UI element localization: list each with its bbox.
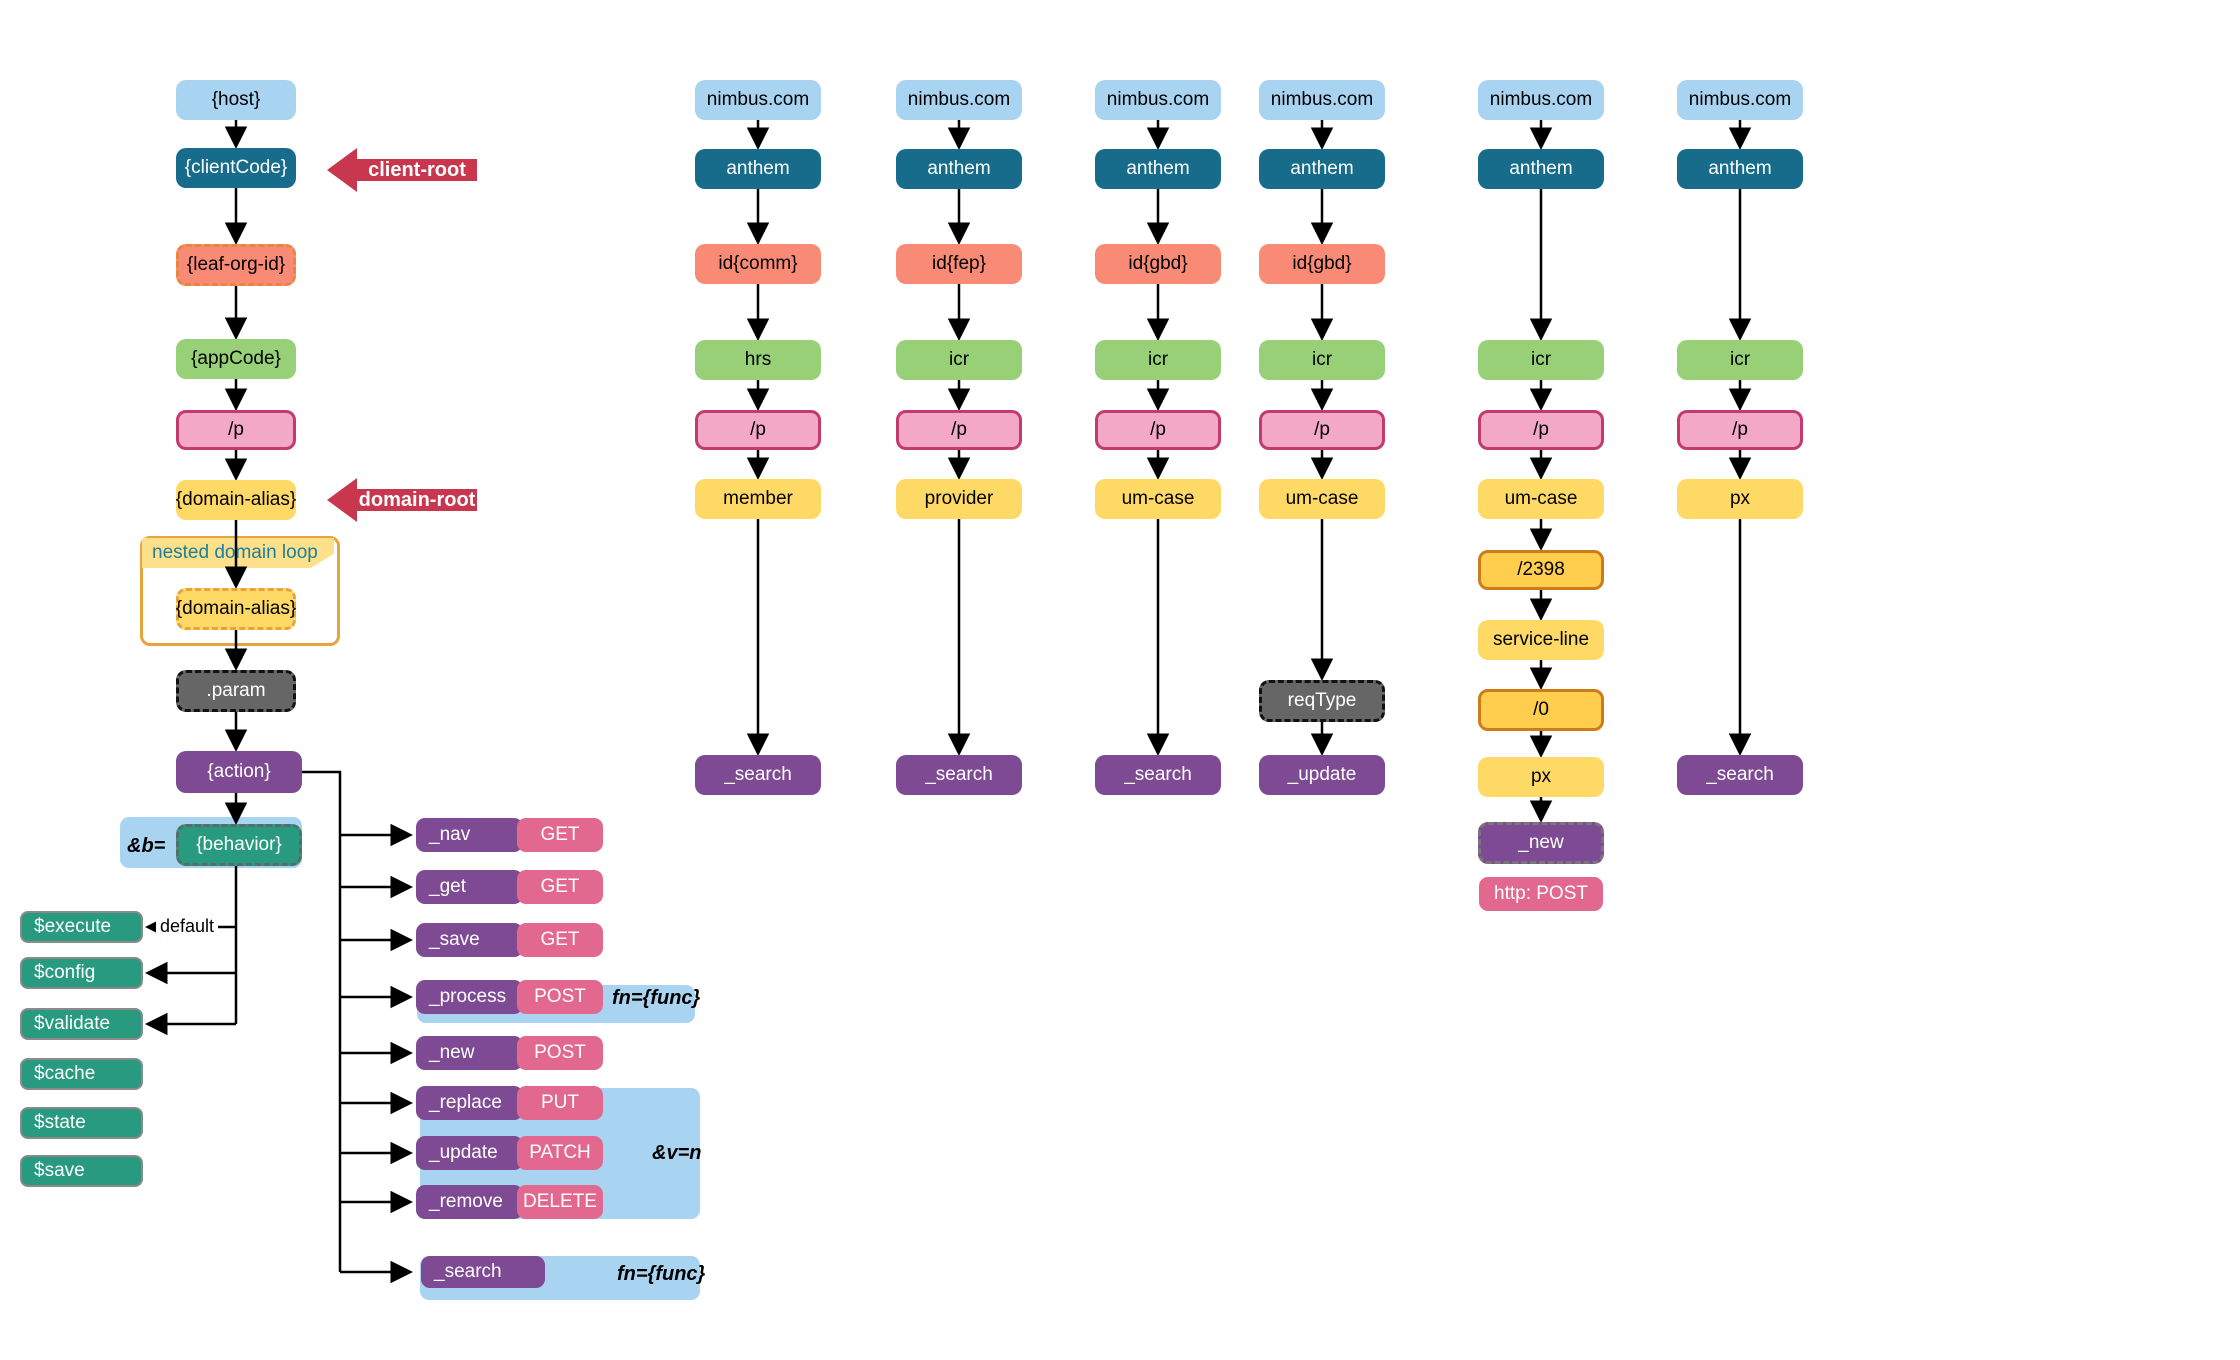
col4-host: nimbus.com xyxy=(1259,80,1385,120)
search-fn-query: fn={func} xyxy=(617,1262,706,1285)
node-action: {action} xyxy=(176,751,302,793)
node-leaf-org-id: {leaf-org-id} xyxy=(176,244,296,286)
col1-domain: member xyxy=(695,479,821,519)
nested-domain-loop-tab xyxy=(142,538,334,568)
col5-id-segment: /2398 xyxy=(1478,550,1604,590)
action-save: _save xyxy=(416,923,523,957)
col6-host: nimbus.com xyxy=(1677,80,1803,120)
node-app-code: {appCode} xyxy=(176,339,296,379)
behavior-execute: $execute xyxy=(20,911,143,943)
method-badge-get: GET xyxy=(517,870,603,904)
default-label: default xyxy=(156,915,218,938)
method-badge-nav: GET xyxy=(517,818,603,852)
action-new: _new xyxy=(416,1036,523,1070)
col5-px: px xyxy=(1478,757,1604,797)
behavior-query-prefix: &b= xyxy=(127,834,166,857)
col3-domain: um-case xyxy=(1095,479,1221,519)
method-badge-save: GET xyxy=(517,923,603,957)
col1-host: nimbus.com xyxy=(695,80,821,120)
behavior-state: $state xyxy=(20,1107,143,1139)
col5-domain: um-case xyxy=(1478,479,1604,519)
node-domain-alias: {domain-alias} xyxy=(176,480,296,520)
node-p-segment: /p xyxy=(176,410,296,450)
col2-client: anthem xyxy=(896,149,1022,189)
action-search: _search xyxy=(421,1256,545,1288)
col4-reqtype: reqType xyxy=(1259,680,1385,722)
behavior-validate: $validate xyxy=(20,1008,143,1040)
col4-app: icr xyxy=(1259,340,1385,380)
action-replace: _replace xyxy=(416,1086,523,1120)
col2-domain: provider xyxy=(896,479,1022,519)
node-host: {host} xyxy=(176,80,296,120)
node-behavior: {behavior} xyxy=(176,824,302,866)
col6-p: /p xyxy=(1677,410,1803,450)
method-badge-new: POST xyxy=(517,1036,603,1070)
col1-client: anthem xyxy=(695,149,821,189)
behavior-save: $save xyxy=(20,1155,143,1187)
col6-app: icr xyxy=(1677,340,1803,380)
node-param: .param xyxy=(176,670,296,712)
col2-p: /p xyxy=(896,410,1022,450)
col1-p: /p xyxy=(695,410,821,450)
col2-host: nimbus.com xyxy=(896,80,1022,120)
action-get: _get xyxy=(416,870,523,904)
col1-leaf: id{comm} xyxy=(695,244,821,284)
col5-p: /p xyxy=(1478,410,1604,450)
col5-service-line: service-line xyxy=(1478,620,1604,660)
col3-action: _search xyxy=(1095,755,1221,795)
col5-index-segment: /0 xyxy=(1478,689,1604,731)
process-fn-query: fn={func} xyxy=(612,986,701,1009)
behavior-config: $config xyxy=(20,957,143,989)
col2-app: icr xyxy=(896,340,1022,380)
col6-px: px xyxy=(1677,479,1803,519)
col6-action: _search xyxy=(1677,755,1803,795)
col5-action: _new xyxy=(1478,822,1604,864)
col3-host: nimbus.com xyxy=(1095,80,1221,120)
col1-action: _search xyxy=(695,755,821,795)
col3-client: anthem xyxy=(1095,149,1221,189)
action-nav: _nav xyxy=(416,818,523,852)
method-badge-remove: DELETE xyxy=(517,1185,603,1219)
col4-domain: um-case xyxy=(1259,479,1385,519)
action-process: _process xyxy=(416,980,523,1014)
col1-app: hrs xyxy=(695,340,821,380)
col5-client: anthem xyxy=(1478,149,1604,189)
col2-action: _search xyxy=(896,755,1022,795)
method-badge-update: PATCH xyxy=(517,1136,603,1170)
col2-leaf: id{fep} xyxy=(896,244,1022,284)
col4-client: anthem xyxy=(1259,149,1385,189)
method-badge-process: POST xyxy=(517,980,603,1014)
client-root-arrow xyxy=(327,148,477,192)
col5-host: nimbus.com xyxy=(1478,80,1604,120)
col5-http-method: http: POST xyxy=(1479,877,1603,911)
col3-p: /p xyxy=(1095,410,1221,450)
col3-leaf: id{gbd} xyxy=(1095,244,1221,284)
action-remove: _remove xyxy=(416,1185,523,1219)
col3-app: icr xyxy=(1095,340,1221,380)
client-root-label: client-root xyxy=(368,158,466,181)
nested-domain-loop-label: nested domain loop xyxy=(152,542,318,563)
method-badge-replace: PUT xyxy=(517,1086,603,1120)
col4-action: _update xyxy=(1259,755,1385,795)
domain-root-label: domain-root xyxy=(358,488,476,511)
col5-app: icr xyxy=(1478,340,1604,380)
domain-root-arrow xyxy=(327,478,477,522)
col4-leaf: id{gbd} xyxy=(1259,244,1385,284)
node-domain-alias-nested: {domain-alias} xyxy=(176,588,296,630)
col4-p: /p xyxy=(1259,410,1385,450)
version-query: &v=n xyxy=(652,1141,702,1164)
behavior-cache: $cache xyxy=(20,1058,143,1090)
action-update: _update xyxy=(416,1136,523,1170)
node-client-code: {clientCode} xyxy=(176,148,296,188)
col6-client: anthem xyxy=(1677,149,1803,189)
